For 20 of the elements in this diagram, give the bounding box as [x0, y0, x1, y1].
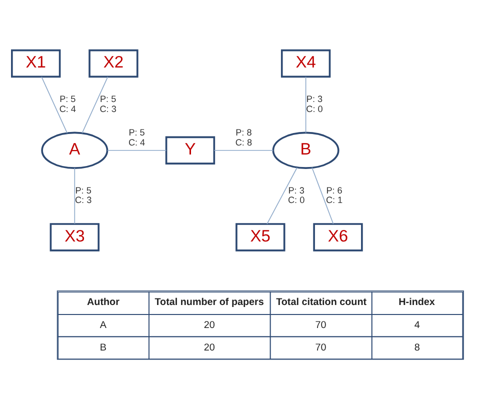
label: 8 — [414, 342, 420, 353]
edge-label: P: 3 C: 0 — [306, 94, 323, 114]
label: 4 — [414, 320, 420, 331]
edge-label: P: 3 C: 0 — [288, 184, 305, 205]
edge-label: P: 6 C: 1 — [326, 184, 343, 205]
label: Author — [87, 296, 120, 308]
label: 70 — [315, 342, 326, 353]
label: H-index — [398, 296, 435, 308]
edge-label: P: 5 C: 4 — [59, 94, 76, 114]
edge-label: P: 5 C: 3 — [100, 94, 116, 114]
label: Total number of papers — [154, 296, 264, 308]
edge-label: P: 5 C: 4 — [128, 126, 146, 147]
label: 70 — [315, 320, 326, 331]
label: 20 — [204, 320, 215, 331]
label: B — [100, 342, 106, 353]
label: 20 — [204, 342, 215, 353]
label: A — [100, 320, 106, 331]
edge-label: P: 5 C: 3 — [75, 184, 92, 205]
label: Total citation count — [276, 296, 367, 308]
edge-label: P: 8 C: 8 — [235, 126, 252, 147]
